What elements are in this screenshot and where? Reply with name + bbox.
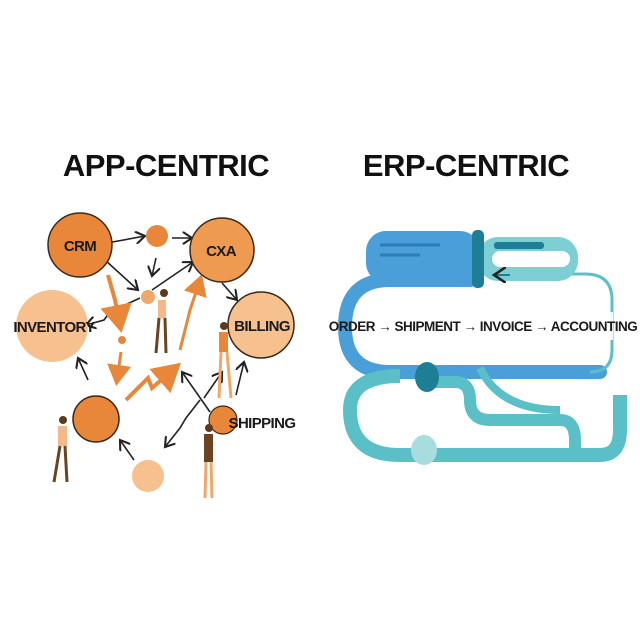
cxa-node [189, 217, 255, 283]
valve-bottom [411, 435, 437, 465]
shipping-label: SHIPPING [229, 415, 296, 432]
app-centric-diagram: CRM CXA INVENTORY BILLING SHIPPING [13, 212, 296, 499]
crm-node [47, 212, 113, 278]
dot-node [118, 336, 126, 344]
billing-node [227, 291, 295, 359]
app-centric-title: APP-CENTRIC [63, 148, 269, 183]
shipping-node [208, 405, 238, 435]
inventory-label: INVENTORY [13, 319, 95, 336]
valve-mid [415, 362, 439, 392]
erp-centric-diagram: ORDER → SHIPMENT → INVOICE → ACCOUNTING [329, 230, 638, 465]
blue-pipe [366, 231, 480, 283]
small-node [146, 225, 168, 247]
person-billing [217, 322, 233, 399]
erp-flow-label: ORDER → SHIPMENT → INVOICE → ACCOUNTING [329, 319, 638, 334]
cxa-label: CXA [206, 243, 237, 260]
billing-label: BILLING [234, 318, 290, 335]
erp-centric-title: ERP-CENTRIC [363, 148, 569, 183]
connection-arrows [78, 236, 244, 461]
crm-label: CRM [64, 238, 96, 255]
person-large-node [52, 416, 69, 483]
person-shipping [203, 424, 214, 499]
person-figures [52, 289, 233, 499]
inventory-node [16, 290, 88, 362]
large-node [72, 395, 120, 443]
bottom-node [132, 460, 164, 492]
valve-top [472, 230, 484, 288]
person-center [141, 289, 168, 354]
